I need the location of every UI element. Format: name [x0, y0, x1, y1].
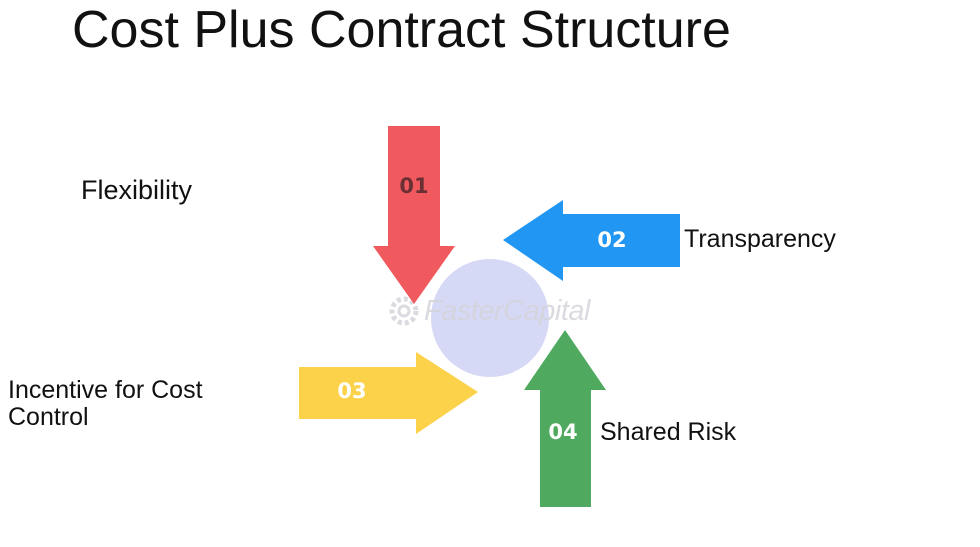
label-transparency: Transparency — [684, 225, 836, 253]
gear-icon — [389, 296, 419, 326]
arrow-01-number: 01 — [399, 174, 428, 198]
watermark: FasterCapital — [389, 295, 593, 327]
arrow-01 — [373, 126, 455, 304]
arrow-02-number: 02 — [597, 228, 626, 252]
page-title: Cost Plus Contract Structure — [72, 1, 731, 59]
arrow-02 — [503, 200, 680, 281]
arrow-03 — [299, 352, 478, 434]
label-flexibility: Flexibility — [81, 175, 193, 205]
watermark-text: FasterCapital — [424, 295, 592, 327]
arrow-03-number: 03 — [337, 379, 366, 403]
arrow-04-number: 04 — [548, 420, 577, 444]
label-incentive-for-cost-control: Incentive for Cost Control — [8, 376, 203, 431]
label-shared-risk: Shared Risk — [600, 418, 737, 446]
arrow-04 — [524, 330, 606, 507]
center-circle — [431, 259, 549, 377]
